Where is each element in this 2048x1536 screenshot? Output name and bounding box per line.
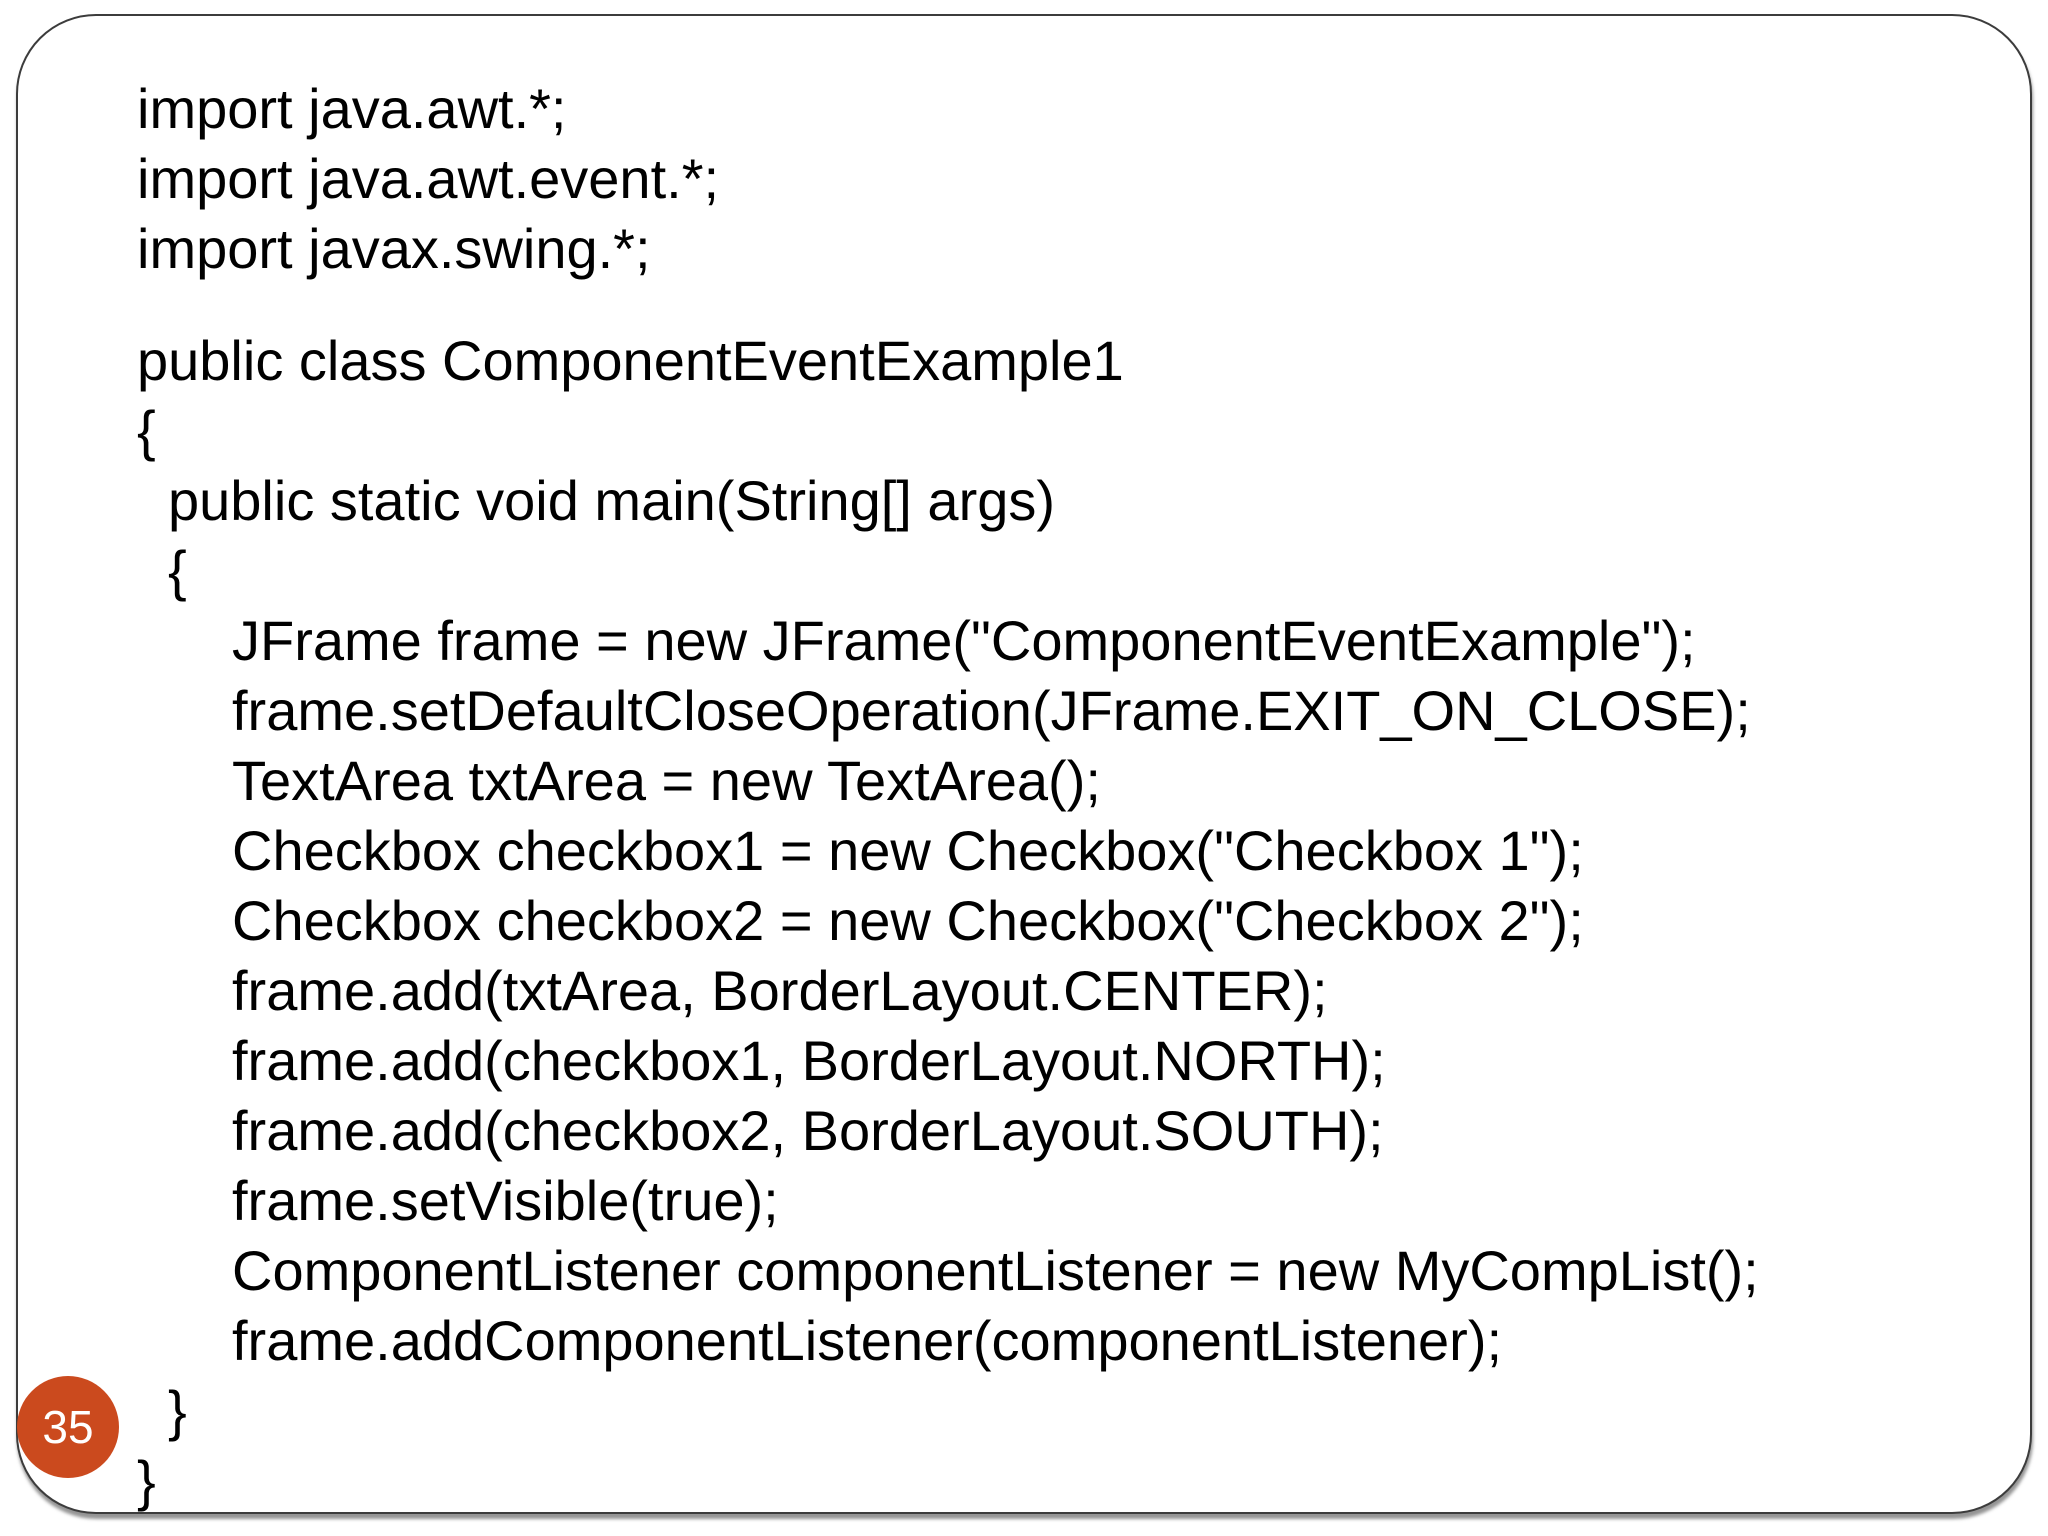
code-line: ComponentListener componentListener = ne… xyxy=(232,1239,1759,1302)
code-line: frame.setDefaultCloseOperation(JFrame.EX… xyxy=(232,679,1751,742)
code-line: frame.addComponentListener(componentList… xyxy=(232,1309,1503,1372)
code-line: frame.add(txtArea, BorderLayout.CENTER); xyxy=(232,959,1328,1022)
code-line: frame.setVisible(true); xyxy=(232,1169,779,1232)
code-line: JFrame frame = new JFrame("ComponentEven… xyxy=(232,609,1696,672)
page-number-badge: 35 xyxy=(17,1376,119,1478)
code-line: TextArea txtArea = new TextArea(); xyxy=(232,749,1101,812)
code-line: frame.add(checkbox1, BorderLayout.NORTH)… xyxy=(232,1029,1386,1092)
code-line: import java.awt.event.*; xyxy=(137,147,720,210)
code-block: import java.awt.*; import java.awt.event… xyxy=(18,74,2030,1516)
code-line: } xyxy=(137,1449,156,1512)
code-line: import java.awt.*; xyxy=(137,77,567,140)
code-line: { xyxy=(168,539,187,602)
code-line: import javax.swing.*; xyxy=(137,217,651,280)
page-number: 35 xyxy=(42,1401,94,1453)
code-line: public static void main(String[] args) xyxy=(168,469,1056,532)
code-line: { xyxy=(137,399,156,462)
code-line: Checkbox checkbox2 = new Checkbox("Check… xyxy=(232,889,1584,952)
code-line: Checkbox checkbox1 = new Checkbox("Check… xyxy=(232,819,1584,882)
code-line: frame.add(checkbox2, BorderLayout.SOUTH)… xyxy=(232,1099,1384,1162)
code-line: } xyxy=(168,1379,187,1442)
code-line: public class ComponentEventExample1 xyxy=(137,329,1124,392)
slide-frame: import java.awt.*; import java.awt.event… xyxy=(16,14,2032,1514)
